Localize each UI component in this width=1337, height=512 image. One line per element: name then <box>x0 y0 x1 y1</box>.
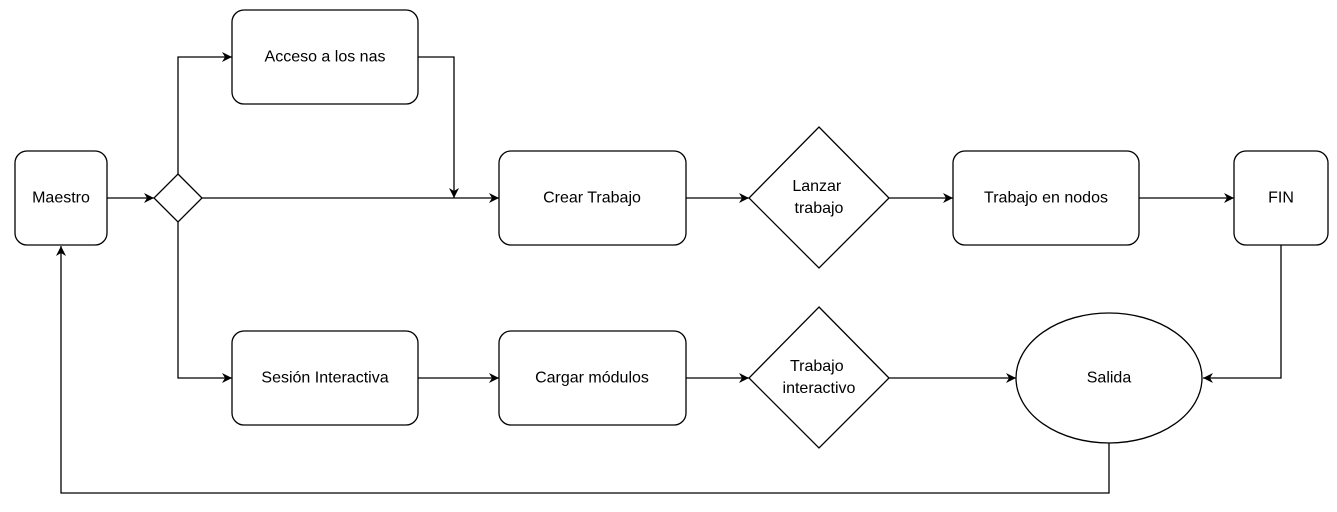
node-lanzar-trabajo-label-line1: Lanzar <box>792 178 842 195</box>
node-salida[interactable]: Salida <box>1015 312 1203 444</box>
node-trabajo-interactivo-label-line1: Trabajo <box>790 358 844 375</box>
edge-acceso-nas-to-main-line <box>418 56 459 198</box>
node-maestro[interactable]: Maestro <box>14 150 108 246</box>
edge-decision-to-sesion-interactiva <box>177 222 232 383</box>
node-trabajo-interactivo-label: Trabajo interactivo <box>783 358 856 397</box>
node-trabajo-interactivo[interactable]: Trabajo interactivo <box>748 306 890 449</box>
node-cargar-modulos-label: Cargar módulos <box>535 370 649 387</box>
node-maestro-label: Maestro <box>32 190 90 207</box>
edge-decision-to-acceso-nas <box>177 52 232 174</box>
node-lanzar-trabajo-label-line2: trabajo <box>795 200 844 217</box>
node-trabajo-interactivo-label-line2: interactivo <box>783 380 856 397</box>
node-sesion-interactiva-label: Sesión Interactiva <box>261 370 388 387</box>
edge-salida-to-maestro <box>56 246 1110 494</box>
node-salida-label: Salida <box>1087 370 1132 387</box>
node-crear-trabajo[interactable]: Crear Trabajo <box>498 150 687 246</box>
node-lanzar-trabajo[interactable]: Lanzar trabajo <box>748 126 890 269</box>
node-sesion-interactiva[interactable]: Sesión Interactiva <box>231 330 419 426</box>
edge-fin-to-salida <box>1203 245 1282 383</box>
node-crear-trabajo-label: Crear Trabajo <box>543 190 641 207</box>
node-fin-label: FIN <box>1268 190 1294 207</box>
node-trabajo-nodos[interactable]: Trabajo en nodos <box>952 150 1140 246</box>
node-lanzar-trabajo-label: Lanzar trabajo <box>792 178 845 217</box>
node-cargar-modulos[interactable]: Cargar módulos <box>498 330 687 426</box>
node-acceso-nas-label: Acceso a los nas <box>265 49 386 66</box>
node-decision-diamond[interactable] <box>153 173 203 223</box>
node-trabajo-nodos-label: Trabajo en nodos <box>984 190 1108 207</box>
edges <box>56 52 1282 494</box>
node-acceso-nas[interactable]: Acceso a los nas <box>231 9 419 105</box>
node-fin[interactable]: FIN <box>1233 150 1329 246</box>
